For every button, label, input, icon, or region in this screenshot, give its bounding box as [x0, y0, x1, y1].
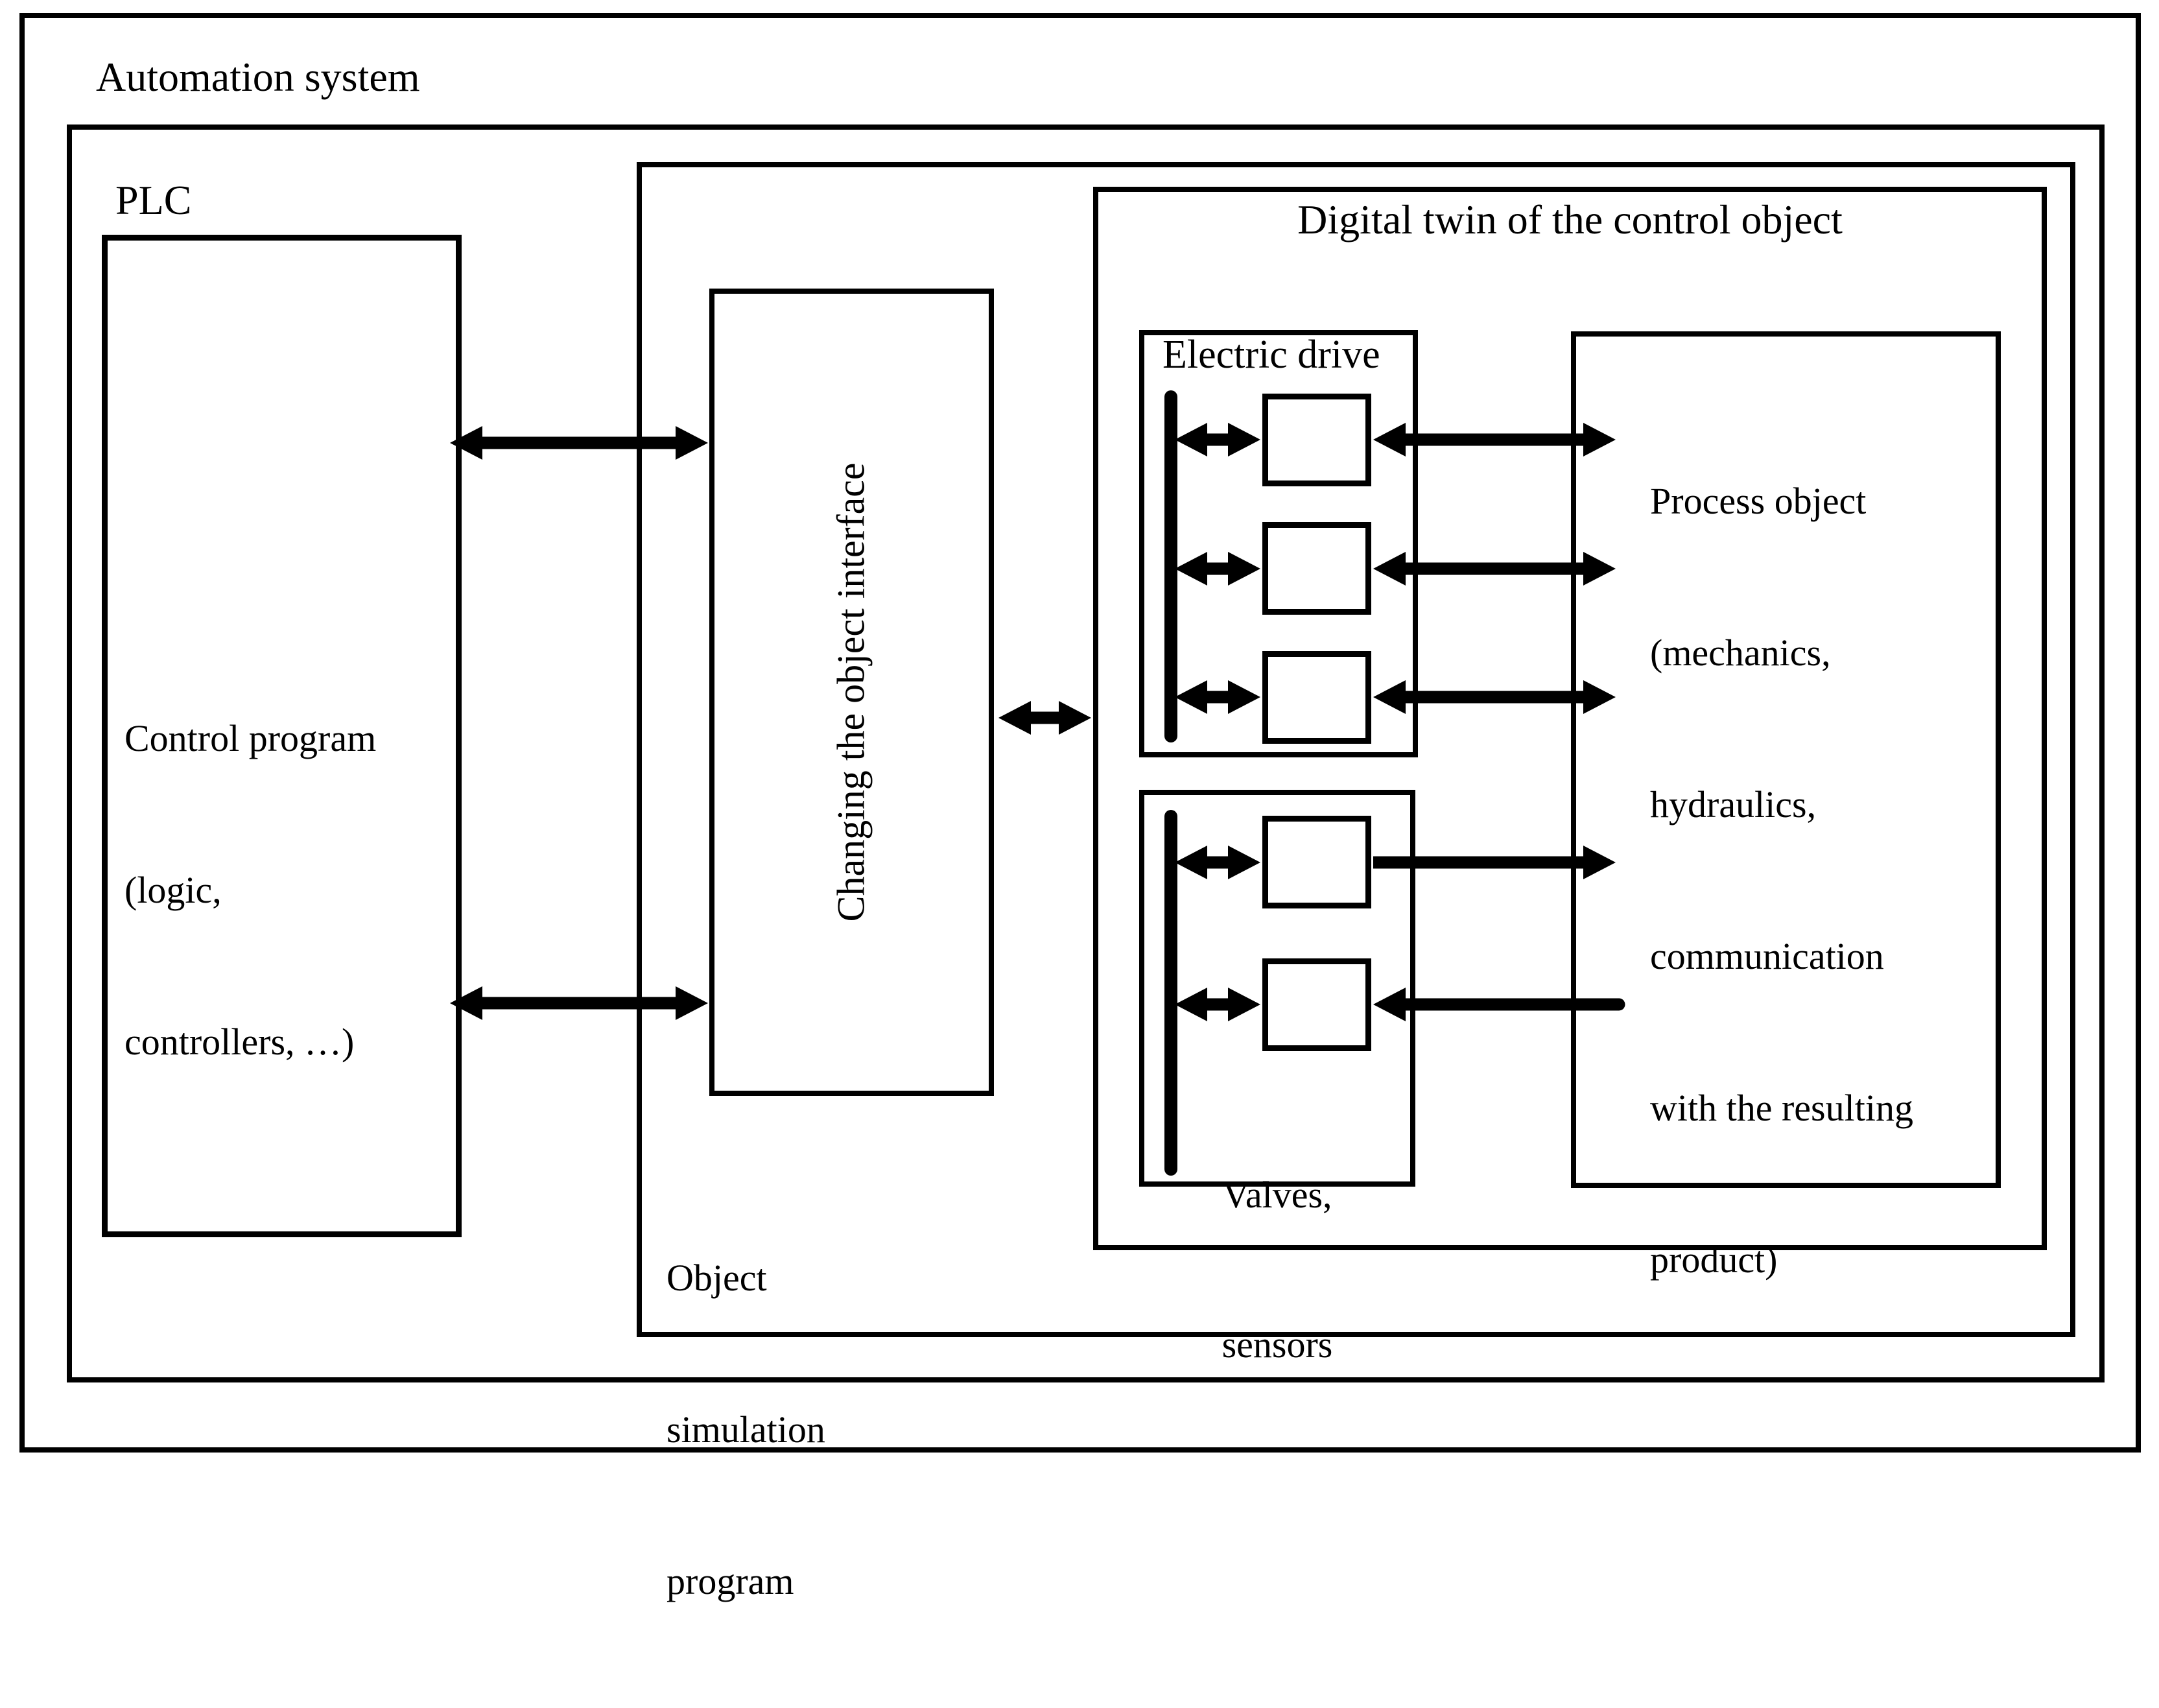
object-interface-vertical-label: Changing the object interface [622, 462, 1081, 921]
object-simulation-program-text: Object simulation program [667, 1152, 825, 1708]
valve-unit-square-2 [1262, 958, 1371, 1051]
control-program-line-3: controllers, …) [124, 1021, 355, 1063]
object-interface-box: Changing the object interface [709, 289, 994, 1096]
object-simulation-line-3: program [667, 1560, 794, 1602]
object-simulation-line-2: simulation [667, 1408, 825, 1451]
control-program-box [102, 235, 462, 1237]
process-object-text: Process object (mechanics, hydraulics, c… [1650, 375, 1913, 1386]
automation-system-diagram: Changing the object interface Automation… [19, 13, 2141, 1602]
plc-label: PLC [115, 177, 192, 223]
process-object-line-5: with the resulting [1650, 1087, 1913, 1129]
valves-sensors-box [1139, 790, 1415, 1187]
valves-sensors-line-1: Valves, [1222, 1174, 1332, 1216]
drive-unit-square-1 [1262, 394, 1371, 486]
digital-twin-label: Digital twin of the control object [1297, 196, 1843, 243]
process-object-line-3: hydraulics, [1650, 783, 1817, 825]
process-object-line-2: (mechanics, [1650, 632, 1831, 674]
automation-system-box [19, 13, 2141, 1453]
valves-sensors-line-2: sensors [1221, 1323, 1333, 1366]
control-program-line-1: Control program [124, 717, 377, 759]
electric-drive-box [1139, 330, 1418, 757]
control-program-line-2: (logic, [124, 869, 222, 911]
process-object-line-4: communication [1650, 935, 1884, 977]
process-object-line-1: Process object [1650, 480, 1867, 522]
electric-drive-label: Electric drive [1162, 333, 1380, 377]
object-simulation-line-1: Object [667, 1257, 767, 1299]
automation-system-label: Automation system [96, 54, 420, 100]
digital-twin-box [1093, 187, 2047, 1250]
valves-sensors-text: Valves, sensors [1139, 1070, 1415, 1469]
object-simulation-program-box [637, 162, 2075, 1337]
valve-unit-square-1 [1262, 816, 1371, 908]
control-program-text: Control program (logic, controllers, …) [124, 612, 376, 1168]
process-object-line-6: product) [1650, 1239, 1778, 1281]
plc-box [67, 125, 2105, 1382]
drive-unit-square-3 [1262, 651, 1371, 744]
object-interface-label-text: Changing the object interface [830, 462, 873, 922]
process-object-box [1571, 331, 2001, 1188]
drive-unit-square-2 [1262, 522, 1371, 615]
